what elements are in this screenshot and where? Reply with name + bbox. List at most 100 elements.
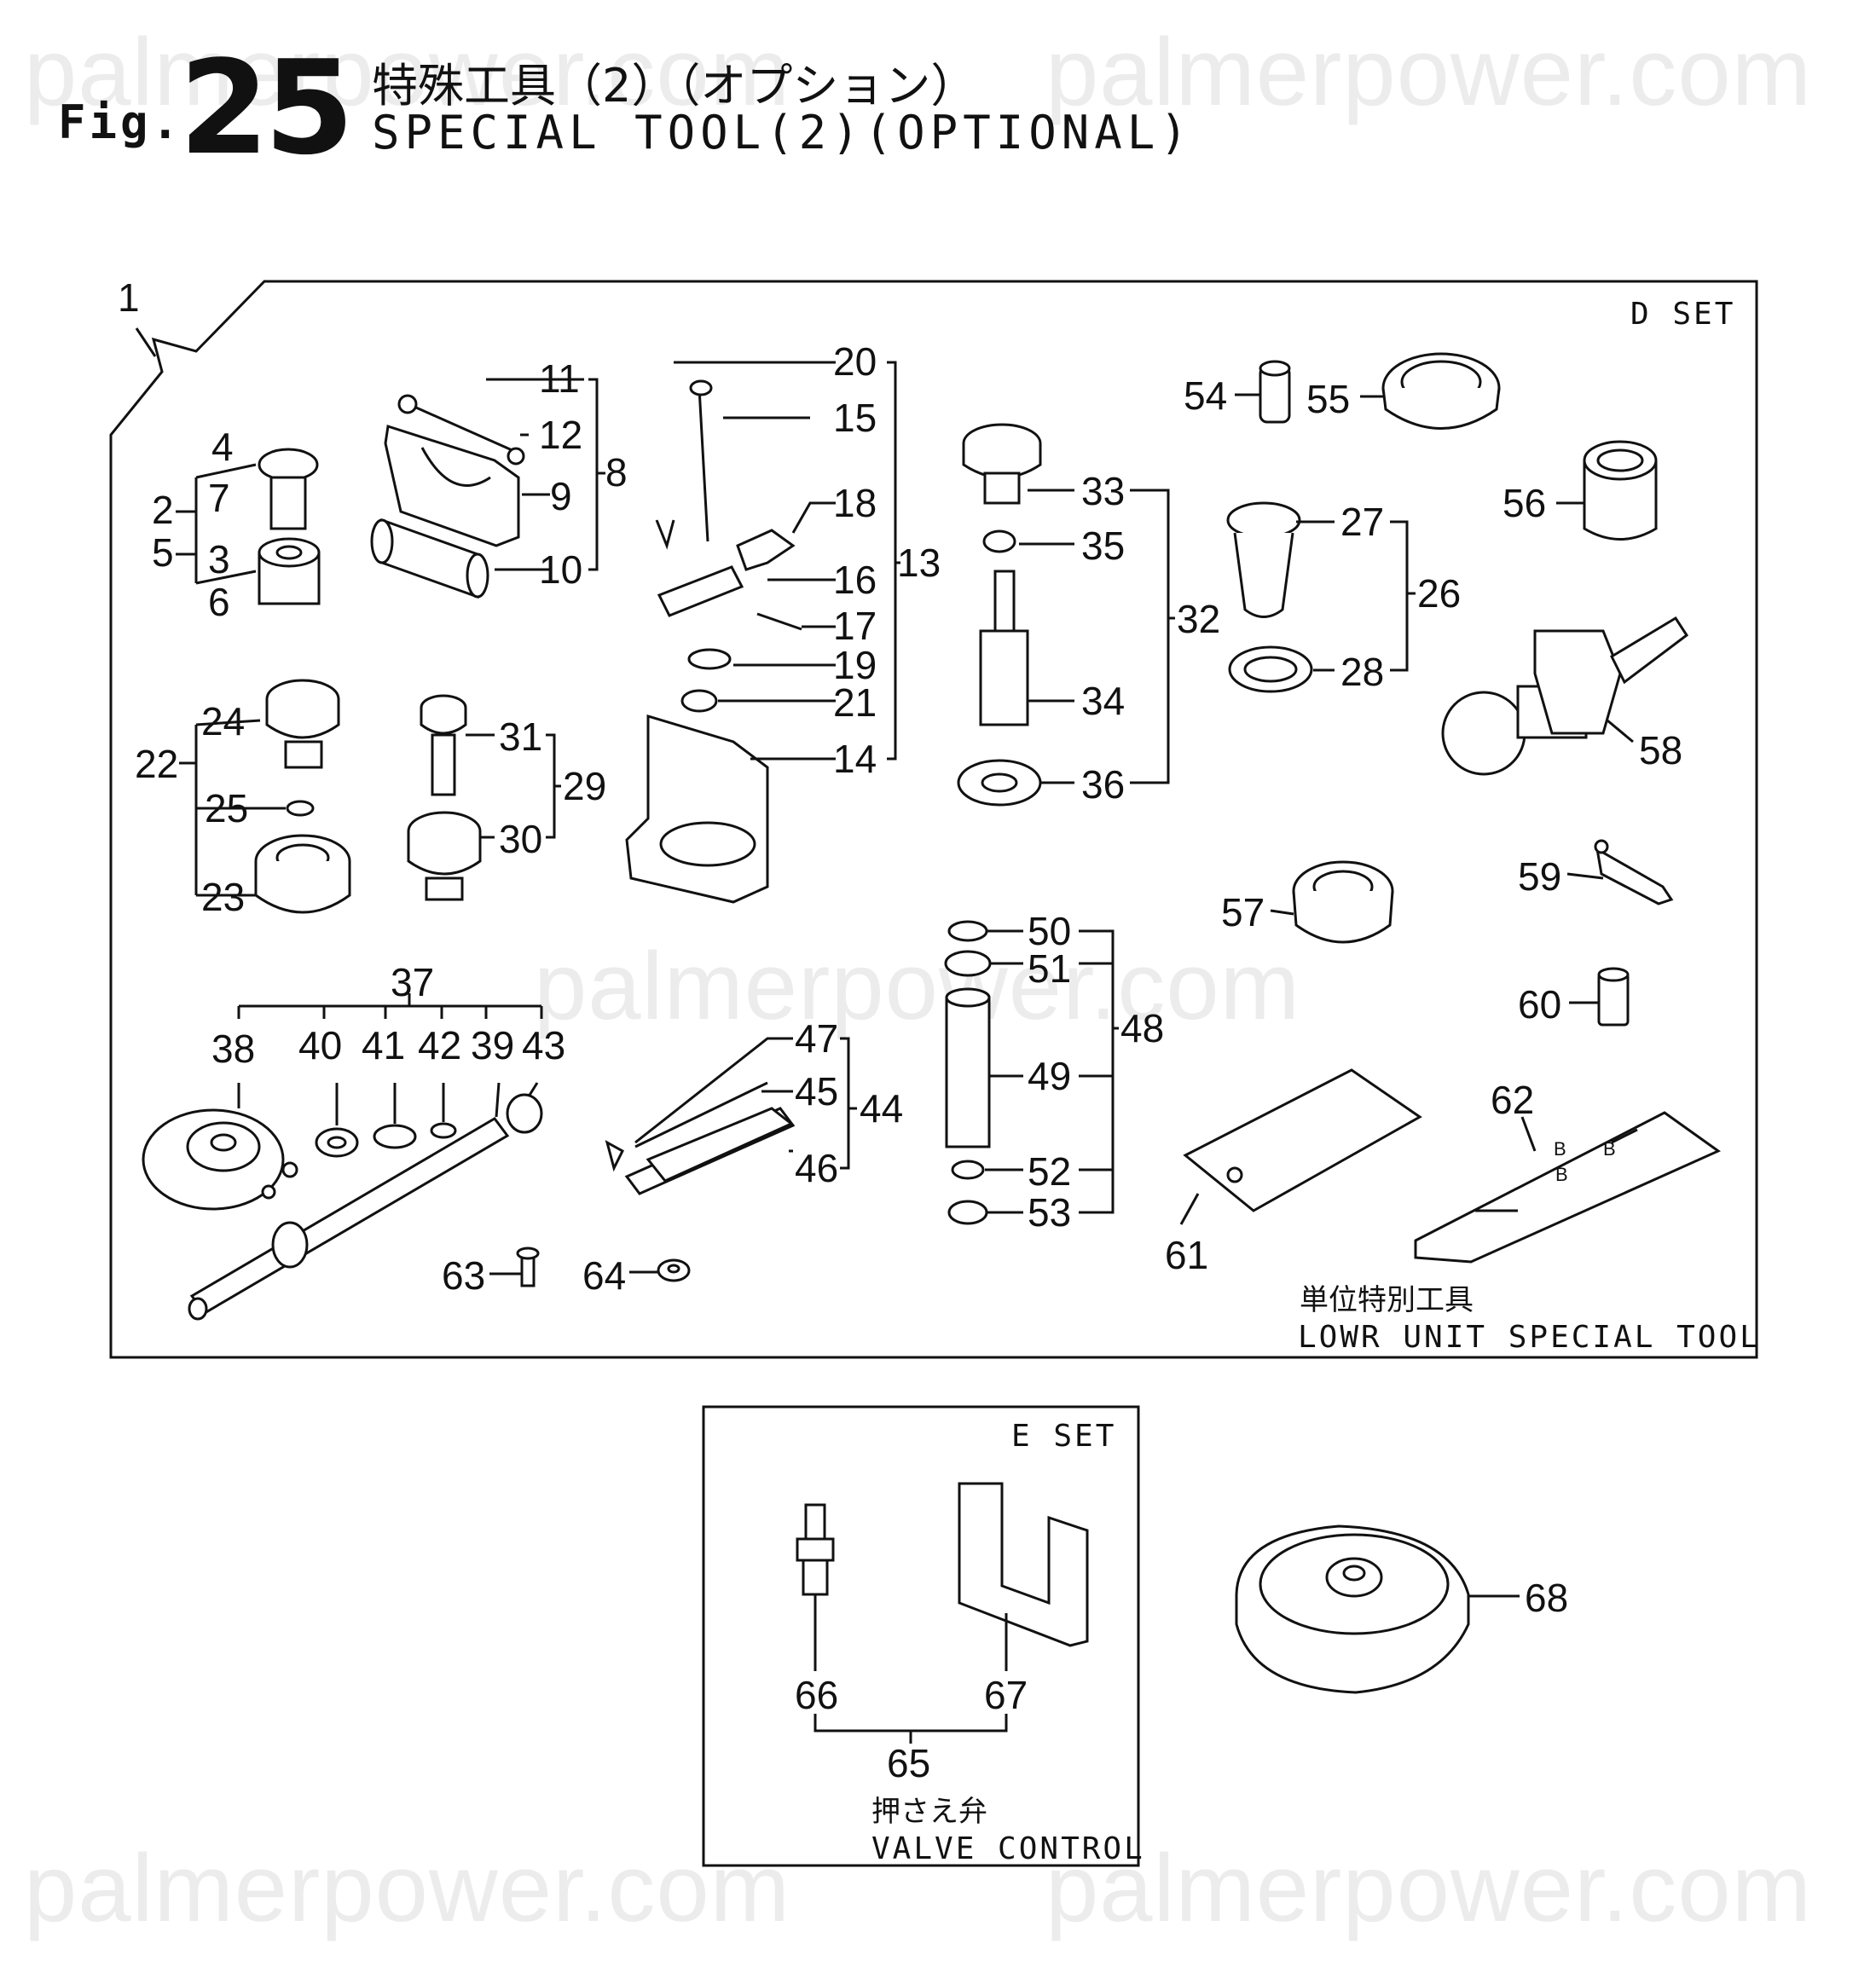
leader-57	[1270, 909, 1294, 916]
callout-31: 31	[499, 714, 542, 759]
callout-66: 66	[795, 1673, 838, 1717]
watermark-top-right: palmerpower.com	[1045, 19, 1812, 125]
watermark-center: palmerpower.com	[534, 933, 1300, 1039]
callout-51: 51	[1028, 946, 1071, 991]
e-set-frame	[702, 1405, 1140, 1867]
callout-53: 53	[1028, 1190, 1071, 1235]
part-63-screw	[516, 1247, 540, 1287]
callout-38: 38	[211, 1027, 255, 1071]
callout-55: 55	[1306, 377, 1350, 421]
callout-6: 6	[208, 580, 230, 624]
d-set-caption-en: LOWR UNIT SPECIAL TOOL	[1298, 1320, 1761, 1355]
callout-67: 67	[984, 1673, 1028, 1717]
callout-22: 22	[135, 742, 178, 786]
leader-58	[1607, 719, 1634, 743]
callout-28: 28	[1340, 650, 1384, 694]
watermark-bottom-right: palmerpower.com	[1045, 1835, 1812, 1941]
part-60-nut	[1597, 967, 1630, 1027]
callout-29: 29	[563, 764, 606, 808]
figure-label: Fig.	[58, 95, 183, 149]
part-66-valve	[796, 1503, 835, 1596]
leader-62	[1520, 1116, 1537, 1152]
figure-number: 25	[179, 32, 355, 183]
callout-50: 50	[1028, 909, 1071, 953]
callout-57: 57	[1221, 890, 1265, 934]
callout-7: 7	[208, 476, 230, 520]
leader-group-2	[176, 463, 257, 585]
callout-45: 45	[795, 1069, 838, 1114]
callout-24: 24	[201, 699, 245, 743]
part-group-29	[407, 694, 482, 901]
callout-36: 36	[1081, 762, 1125, 807]
callout-58: 58	[1639, 728, 1682, 772]
leader-group-37-parts	[335, 1082, 539, 1125]
part-67-bracket	[958, 1482, 1089, 1647]
leader-group-48	[985, 929, 1119, 1214]
e-set-caption-en: VALVE CONTROL	[871, 1831, 1145, 1866]
leader-59	[1566, 872, 1604, 880]
callout-47: 47	[795, 1016, 838, 1061]
d-set-caption-jp: 単位特別工具	[1300, 1283, 1474, 1317]
leader-61	[1179, 1193, 1200, 1225]
callout-56: 56	[1503, 481, 1546, 525]
callout-39: 39	[471, 1023, 514, 1067]
d-set-label: D SET	[1630, 297, 1735, 332]
callout-10: 10	[539, 547, 582, 592]
leader-group-13	[674, 361, 900, 761]
part-group-22	[254, 679, 351, 914]
callout-2: 2	[152, 488, 174, 532]
callout-37: 37	[391, 960, 434, 1004]
callout-52: 52	[1028, 1149, 1071, 1194]
callout-60: 60	[1518, 982, 1561, 1027]
plate-mark-1: B	[1554, 1138, 1566, 1160]
part-group-32	[957, 423, 1042, 807]
leader-group-44	[634, 1037, 857, 1170]
callout-35: 35	[1081, 524, 1125, 568]
part-62-gauge: B B B	[1414, 1111, 1721, 1264]
callout-23: 23	[201, 875, 245, 919]
callout-44: 44	[860, 1086, 903, 1131]
callout-32: 32	[1177, 597, 1220, 641]
callout-25: 25	[205, 786, 248, 830]
part-group-13	[625, 379, 802, 904]
callout-34: 34	[1081, 679, 1125, 723]
part-57-sleeve	[1292, 860, 1394, 944]
callout-30: 30	[499, 817, 542, 861]
callout-49: 49	[1028, 1054, 1071, 1098]
leader-group-65	[814, 1594, 1008, 1744]
part-58-puller	[1441, 616, 1689, 776]
callout-63: 63	[442, 1253, 485, 1298]
title-japanese: 特殊工具（2）（オプション）	[372, 59, 977, 113]
callout-42: 42	[418, 1023, 461, 1067]
leader-group-29	[466, 733, 561, 839]
callout-5: 5	[152, 530, 174, 575]
watermark-top-left: palmerpower.com	[24, 19, 790, 125]
part-68-flywheel-holder	[1235, 1524, 1470, 1694]
callout-4: 4	[211, 425, 234, 469]
leader-group-26	[1296, 520, 1416, 672]
callout-17: 17	[833, 604, 877, 648]
part-group-2	[258, 448, 321, 605]
part-group-37	[142, 1083, 543, 1321]
callout-62: 62	[1491, 1078, 1534, 1122]
part-group-8	[370, 394, 525, 599]
callout-19: 19	[833, 643, 877, 687]
plate-mark-2: B	[1603, 1138, 1616, 1160]
callout-20: 20	[833, 339, 877, 384]
part-group-44	[605, 1081, 796, 1195]
callout-43: 43	[522, 1023, 565, 1067]
callout-59: 59	[1518, 854, 1561, 899]
callout-41: 41	[362, 1023, 405, 1067]
part-group-48	[944, 920, 992, 1225]
callout-16: 16	[833, 558, 877, 602]
callout-9: 9	[550, 474, 572, 518]
leader-group-32	[1019, 489, 1175, 784]
callout-33: 33	[1081, 469, 1125, 513]
callout-68: 68	[1525, 1576, 1568, 1620]
part-61-plate	[1183, 1068, 1422, 1212]
callout-26: 26	[1417, 571, 1461, 616]
leader-group-37	[237, 993, 543, 1019]
callout-1: 1	[118, 275, 140, 320]
part-54-pin	[1259, 360, 1291, 424]
callout-48: 48	[1120, 1006, 1164, 1050]
